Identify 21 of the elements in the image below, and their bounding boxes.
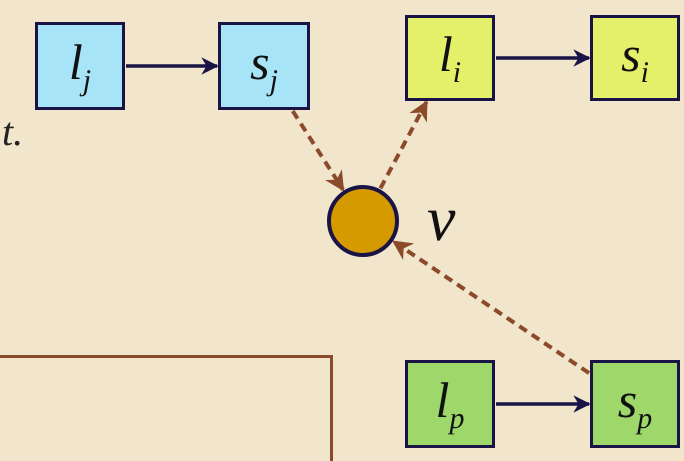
arrow (392, 240, 590, 375)
variable-box (218, 22, 310, 110)
math-symbol: l$_{j}$ (68, 36, 92, 96)
math-symbol: l$_{i}$ (438, 28, 462, 88)
panel-frame (0, 355, 333, 461)
variable-box (590, 15, 680, 101)
arrow (126, 57, 219, 75)
arrow (496, 49, 591, 67)
arrow (496, 395, 591, 413)
variable-box (405, 15, 495, 101)
math-symbol: l$_{p}$ (436, 374, 464, 434)
variable-box (405, 360, 495, 448)
vertex-label: v (427, 187, 456, 251)
variable-box (35, 22, 125, 110)
arrow (291, 110, 345, 192)
math-symbol: s$_{i}$ (621, 28, 649, 88)
variable-box (590, 360, 680, 448)
math-symbol: s$_{p}$ (618, 374, 652, 434)
math-symbol: s$_{j}$ (250, 36, 278, 96)
text-fragment: t. (2, 112, 24, 152)
arrow (378, 100, 428, 190)
